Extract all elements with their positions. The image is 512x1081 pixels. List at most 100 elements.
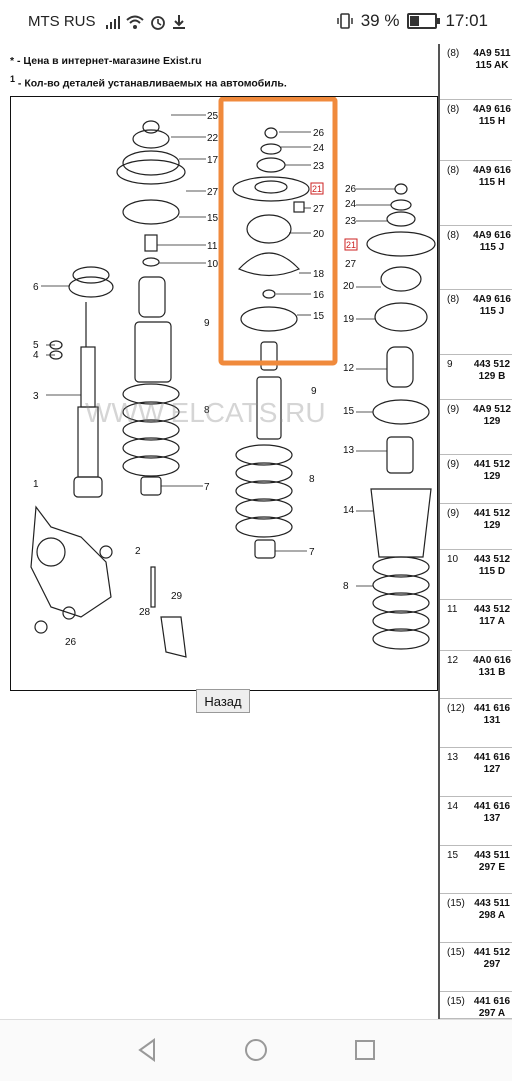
callout-15: 15 (207, 213, 219, 224)
parts-diagram: 25 22 17 27 15 11 10 6 9 5 4 3 8 7 1 2 2… (10, 96, 438, 691)
home-icon[interactable] (244, 1038, 268, 1062)
part-number: 15 (447, 850, 459, 861)
callout-16: 16 (313, 290, 325, 301)
battery-level-fill (410, 16, 420, 26)
note-quantity-text: - Кол-во деталей устанавливаемых на авто… (15, 77, 287, 90)
status-bar: MTS RUS 39 % (0, 0, 512, 44)
highlighted-spring (235, 444, 293, 538)
part-number: (8) (447, 294, 460, 305)
callout-29: 29 (171, 591, 183, 602)
middle-column-drawing (116, 120, 186, 496)
callout-2: 2 (135, 546, 141, 557)
part-number: (9) (447, 459, 460, 470)
clock: 17:01 (445, 11, 488, 30)
part-number: (9) (447, 404, 460, 415)
callout-21b-box (344, 238, 358, 251)
callout-20b: 20 (343, 281, 355, 292)
note-price-text: - Цена в интернет-магазине Exist.ru (14, 55, 202, 67)
callout-14: 14 (343, 505, 355, 516)
part-code-line2: 115 J (479, 242, 505, 253)
callout-26b: 26 (313, 128, 325, 139)
alarm-icon (150, 15, 165, 30)
callout-8: 8 (204, 405, 210, 416)
callout-24b: 24 (345, 199, 357, 210)
highlight-box (218, 96, 338, 366)
callout-7b: 7 (309, 547, 315, 558)
part-code-line1: 4A9 616 (473, 165, 511, 176)
part-code-line1: 443 512 (473, 359, 511, 370)
part-code-line1: 4A9 616 (473, 294, 511, 305)
back-icon[interactable] (136, 1038, 158, 1062)
part-number: 10 (447, 554, 459, 565)
callout-9b: 9 (311, 386, 317, 397)
callout-27b: 27 (313, 204, 325, 215)
recents-icon[interactable] (354, 1039, 376, 1061)
part-code-line1: 441 512 (473, 947, 511, 958)
part-number: 12 (447, 655, 459, 666)
note-price-mark: * (10, 55, 15, 67)
part-code-line2: 129 (483, 520, 501, 531)
carrier-label: MTS RUS (28, 13, 96, 30)
part-code-line1: 4A9 512 (473, 404, 511, 415)
part-code-line1: 441 616 (473, 752, 511, 763)
callout-28: 28 (139, 607, 151, 618)
part-code-line1: 441 616 (473, 703, 511, 714)
part-code-line1: 4A9 511 (473, 48, 511, 59)
part-number: (8) (447, 48, 460, 59)
part-code-line2: 297 A (478, 1008, 506, 1019)
callout-18: 18 (313, 269, 325, 280)
callout-25: 25 (207, 111, 219, 122)
part-code-line1: 443 512 (473, 604, 511, 615)
callout-9: 9 (204, 318, 210, 329)
callout-10: 10 (207, 259, 219, 270)
part-number: (15) (447, 947, 465, 958)
callout-21-box (310, 182, 324, 195)
part-code-line2: 297 (483, 959, 501, 970)
part-code-line2: 298 A (478, 910, 506, 921)
callout-4: 4 (33, 350, 39, 361)
callout-20: 20 (313, 229, 325, 240)
signal-icon (105, 15, 120, 29)
back-button[interactable]: Назад (196, 689, 250, 713)
part-code-line1: 443 512 (473, 554, 511, 565)
part-code-line2: 137 (483, 813, 501, 824)
